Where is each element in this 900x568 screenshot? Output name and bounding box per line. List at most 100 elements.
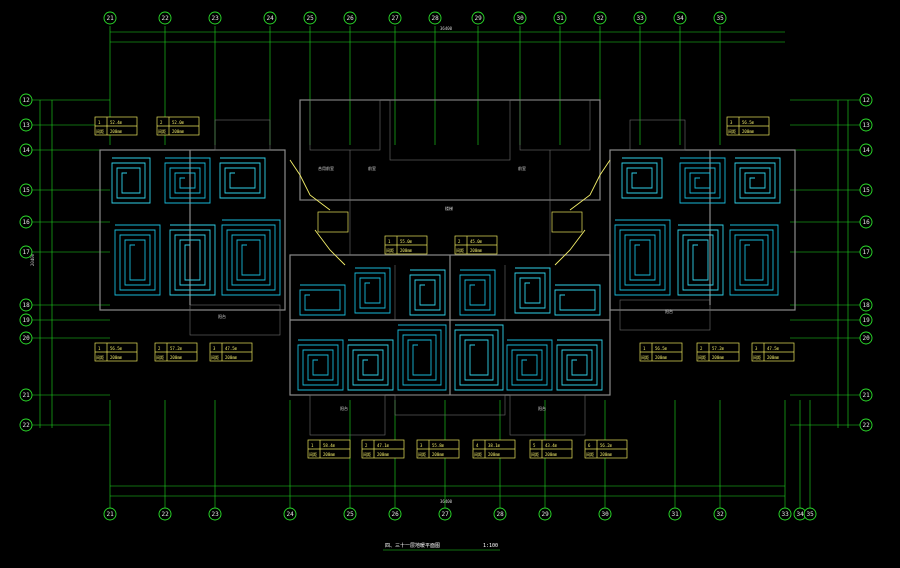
loop-length: 57.2m [712,346,725,351]
room-label: 阳台 [340,405,348,411]
loop-spacing: 200mm [742,129,755,134]
loop-length: 57.2m [170,346,183,351]
axis-label: 20 [863,335,871,342]
axis-bubble [668,507,682,521]
loop-spacing-label: 间距 [474,451,482,457]
axis-bubble [103,11,117,25]
heating-coil [554,284,601,316]
loop-number: 6 [588,443,591,448]
heating-coil [729,224,779,296]
heating-coil [111,157,151,204]
overall-dim-top: 36400 [440,26,453,31]
heating-coil [506,339,553,391]
loop-number: 1 [98,346,101,351]
loop-number: 1 [311,443,314,448]
loop-length: 56.5m [110,346,123,351]
loop-spacing-label: 间距 [386,247,394,253]
room-label: 阳台 [218,313,226,319]
heating-coil [459,269,496,316]
axis-bubble [19,388,33,402]
axis-label: 31 [557,15,565,22]
axis-label: 22 [162,15,170,22]
heating-coil [397,324,447,391]
axis-label: 14 [23,147,31,154]
drawing-title-block: 四、三十一层地暖平面图 1:100 [383,542,500,551]
axis-label: 18 [863,302,871,309]
loop-spacing-label: 间距 [418,451,426,457]
loop-spacing: 200mm [400,248,413,253]
loop-number: 3 [420,443,423,448]
axis-bubble [158,507,172,521]
heating-coil [347,339,394,391]
axis-label: 35 [717,15,725,22]
loop-length: 43.4m [545,443,558,448]
loop-number: 1 [643,346,646,351]
loop-spacing: 200mm [545,452,558,457]
heating-coil [219,157,266,199]
axis-label: 18 [23,302,31,309]
axis-bubble [493,507,507,521]
axis-bubble [593,11,607,25]
axis-label: 32 [597,15,605,22]
building-walls [99,99,796,436]
loop-length: 55.0m [400,239,413,244]
axis-label: 31 [672,511,680,518]
loop-number: 3 [730,120,733,125]
heating-coil [297,339,344,391]
loop-spacing: 200mm [488,452,501,457]
axis-label: 15 [863,187,871,194]
loop-spacing-label: 间距 [309,451,317,457]
axis-label: 21 [23,392,31,399]
axis-label: 13 [863,122,871,129]
loop-spacing: 200mm [172,129,185,134]
dimension-lines [39,31,849,497]
loop-spacing-label: 间距 [96,354,104,360]
axis-label: 26 [392,511,400,518]
axis-bubble [553,11,567,25]
loop-spacing: 200mm [470,248,483,253]
axis-bubble [859,215,873,229]
axis-label: 35 [807,511,815,518]
heating-coil [556,339,603,391]
overall-dim-left: 20400 [30,253,35,266]
heating-coil [454,324,504,391]
axis-bubble [538,507,552,521]
loop-spacing: 200mm [323,452,336,457]
axis-label: 20 [23,335,31,342]
loop-spacing: 200mm [170,355,183,360]
room-label: 楼梯 [445,205,453,211]
axis-bubble [283,507,297,521]
loop-spacing-label: 间距 [698,354,706,360]
axis-label: 12 [863,97,871,104]
axis-label: 34 [797,511,805,518]
axis-label: 28 [497,511,505,518]
loop-length: 52.4m [110,120,123,125]
axis-label: 21 [863,392,871,399]
loop-length: 58.4m [323,443,336,448]
axis-bubble [19,93,33,107]
axis-bubble [598,507,612,521]
axis-label: 33 [782,511,790,518]
axis-bubble [859,118,873,132]
axis-bubble [388,11,402,25]
loop-length: 45.0m [470,239,483,244]
loop-spacing: 200mm [600,452,613,457]
loop-spacing: 200mm [110,355,123,360]
axis-bubble [388,507,402,521]
axis-label: 16 [23,219,31,226]
loop-spacing: 200mm [225,355,238,360]
axis-bubble [859,388,873,402]
loop-length: 38.1m [488,443,501,448]
axis-label: 23 [212,15,220,22]
axis-label: 16 [863,219,871,226]
loop-spacing-label: 间距 [753,354,761,360]
loop-spacing: 200mm [655,355,668,360]
loop-number: 4 [476,443,479,448]
